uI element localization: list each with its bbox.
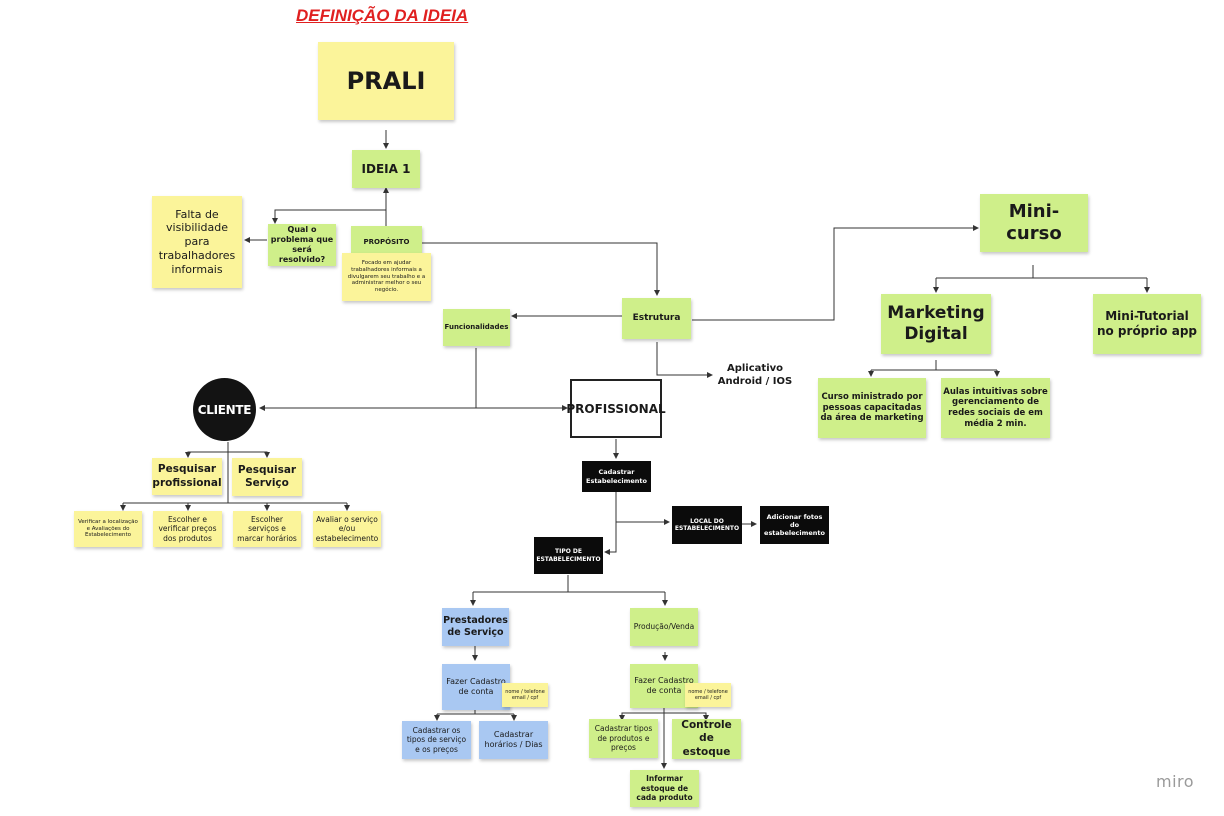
node-marketing-digital: Marketing Digital <box>881 294 991 354</box>
node-local-estabelecimento: LOCAL DO ESTABELECIMENTO <box>672 506 742 544</box>
node-aulas-intuitivas: Aulas intuitivas sobre gerenciamento de … <box>941 378 1050 438</box>
node-falta-visibilidade: Falta de visibilidade para trabalhadores… <box>152 196 242 288</box>
node-tipo-estabelecimento: TIPO DE ESTABELECIMENTO <box>534 537 603 574</box>
page-title: DEFINIÇÃO DA IDEIA <box>296 6 469 25</box>
node-dados-conta-producao: nome / telefone email / cpf <box>685 683 731 707</box>
node-mini-tutorial: Mini-Tutorial no próprio app <box>1093 294 1201 354</box>
node-focado: Focado em ajudar trabalhadores informais… <box>342 253 431 301</box>
node-cadastrar-estabelecimento: Cadastrar Estabelecimento <box>582 461 651 492</box>
node-qual-problema: Qual o problema que será resolvido? <box>268 224 336 266</box>
node-cliente: CLIENTE <box>193 378 256 441</box>
node-escolher-precos: Escolher e verificar preços dos produtos <box>153 511 222 547</box>
miro-watermark: miro <box>1156 772 1195 791</box>
node-verificar-localizacao: Verificar a localização e Avaliações do … <box>74 511 142 547</box>
node-dados-conta-servico: nome / telefone email / cpf <box>502 683 548 707</box>
node-cadastrar-horarios: Cadastrar horários / Dias <box>479 721 548 759</box>
node-profissional: PROFISSIONAL <box>566 379 666 438</box>
node-avaliar: Avaliar o serviço e/ou estabelecimento <box>313 511 381 547</box>
node-cadastrar-tipos-servico: Cadastrar os tipos de serviço e os preço… <box>402 721 471 759</box>
node-proposito: PROPÓSITO <box>351 226 422 258</box>
node-prestadores-servico: Prestadores de Serviço <box>442 608 509 646</box>
node-curso-ministrado: Curso ministrado por pessoas capacitadas… <box>818 378 926 438</box>
node-adicionar-fotos: Adicionar fotos do estabelecimento <box>760 506 829 544</box>
node-informar-estoque: Informar estoque de cada produto <box>630 770 699 807</box>
node-pesquisar-profissional: Pesquisar profissional <box>152 458 222 495</box>
node-estrutura: Estrutura <box>622 298 691 339</box>
node-producao-venda: Produção/Venda <box>630 608 698 646</box>
node-escolher-servicos: Escolher serviços e marcar horários <box>233 511 301 547</box>
node-funcionalidades: Funcionalidades <box>443 309 510 346</box>
node-ideia-1: IDEIA 1 <box>352 150 420 188</box>
node-mini-curso: Mini-curso <box>980 194 1088 252</box>
node-cadastrar-tipos-produtos: Cadastrar tipos de produtos e preços <box>589 719 658 758</box>
node-prali: PRALI <box>318 42 454 120</box>
node-fazer-cadastro-servico: Fazer Cadastro de conta <box>442 664 510 710</box>
node-pesquisar-servico: Pesquisar Serviço <box>232 458 302 496</box>
node-controle-estoque: Controle de estoque <box>672 719 741 759</box>
node-aplicativo: Aplicativo Android / IOS <box>717 363 793 387</box>
